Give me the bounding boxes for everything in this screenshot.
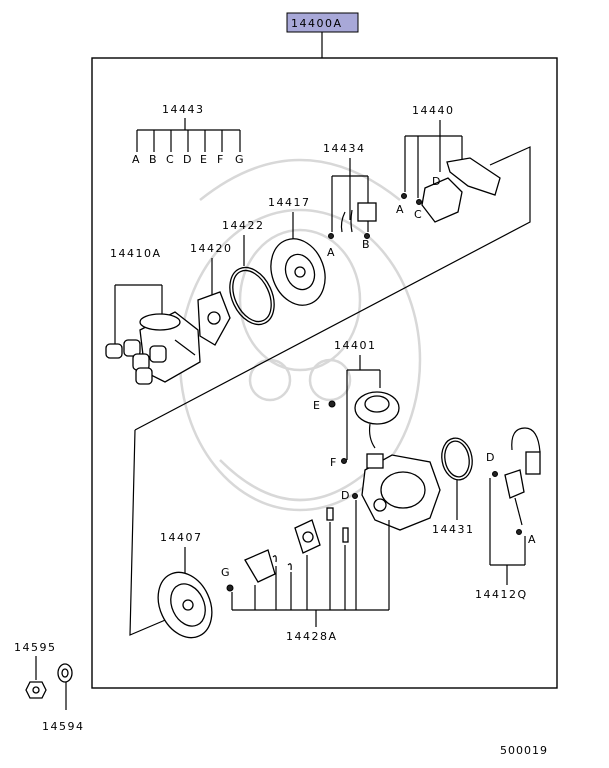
harness-callout-a: A (327, 246, 336, 259)
vacuum-callout-e: E (313, 399, 321, 412)
group-separator-lower (129, 429, 171, 636)
part-14422-label[interactable]: 14422 (222, 219, 265, 232)
cap-kit-letter-ticks (136, 130, 241, 152)
washer-drawing (25, 681, 47, 699)
figure-number: 500019 (500, 744, 548, 757)
assembly-frame (91, 57, 558, 689)
part-14417-label[interactable]: 14417 (268, 196, 311, 209)
igniter-callout-d: D (432, 175, 442, 188)
cap-kit-letter-g: G (235, 153, 245, 166)
o-ring-drawing (229, 266, 275, 326)
cover-drawing (270, 238, 326, 306)
assembly-part-number[interactable]: 14400A (291, 17, 343, 30)
cap-kit-letter-e: E (200, 153, 208, 166)
distributor-cap-drawing (105, 311, 201, 385)
hardware-callout-g: G (221, 566, 231, 579)
cap-kit-letter-f: F (217, 153, 225, 166)
housing-callout-d: D (341, 489, 351, 502)
cap-kit-letter-d: D (183, 153, 193, 166)
gasket-14431-drawing (441, 437, 473, 481)
igniter-callout-c: C (414, 208, 423, 221)
vacuum-controller-drawing (328, 391, 400, 464)
part-14440-label[interactable]: 14440 (412, 104, 455, 117)
gear-drawing (157, 571, 213, 639)
part-14428a-label[interactable]: 14428A (286, 630, 338, 643)
cap-kit-letter-c: C (166, 153, 175, 166)
harness-drawing (328, 202, 377, 239)
watermark-emblem (178, 158, 422, 512)
igniter-callout-a: A (396, 203, 405, 216)
part-14401-label[interactable]: 14401 (334, 339, 377, 352)
distributor-housing-drawing (352, 453, 441, 531)
part-14595-label[interactable]: 14595 (14, 641, 57, 654)
rotor-drawing (197, 291, 231, 346)
igniter-drawing (401, 157, 501, 223)
nut-drawing (57, 663, 73, 683)
sensor-callout-d: D (486, 451, 496, 464)
part-14420-label[interactable]: 14420 (190, 242, 233, 255)
part-14407-label[interactable]: 14407 (160, 531, 203, 544)
part-14431-label[interactable]: 14431 (432, 523, 475, 536)
part-14412q-label[interactable]: 14412Q (475, 588, 528, 601)
group-separator-upper (134, 146, 531, 431)
part-14594-label[interactable]: 14594 (42, 720, 85, 733)
part-14434-label[interactable]: 14434 (323, 142, 366, 155)
part-14410a-label[interactable]: 14410A (110, 247, 162, 260)
part-14443-label[interactable]: 14443 (162, 103, 205, 116)
sensor-callout-a: A (528, 533, 537, 546)
cap-kit-letter-b: B (149, 153, 158, 166)
harness-callout-b: B (362, 238, 371, 251)
vacuum-callout-f: F (330, 456, 338, 469)
hardware-kit-drawing (226, 507, 349, 592)
sensor-14412q-drawing (492, 427, 541, 535)
cap-kit-letter-a: A (132, 153, 141, 166)
